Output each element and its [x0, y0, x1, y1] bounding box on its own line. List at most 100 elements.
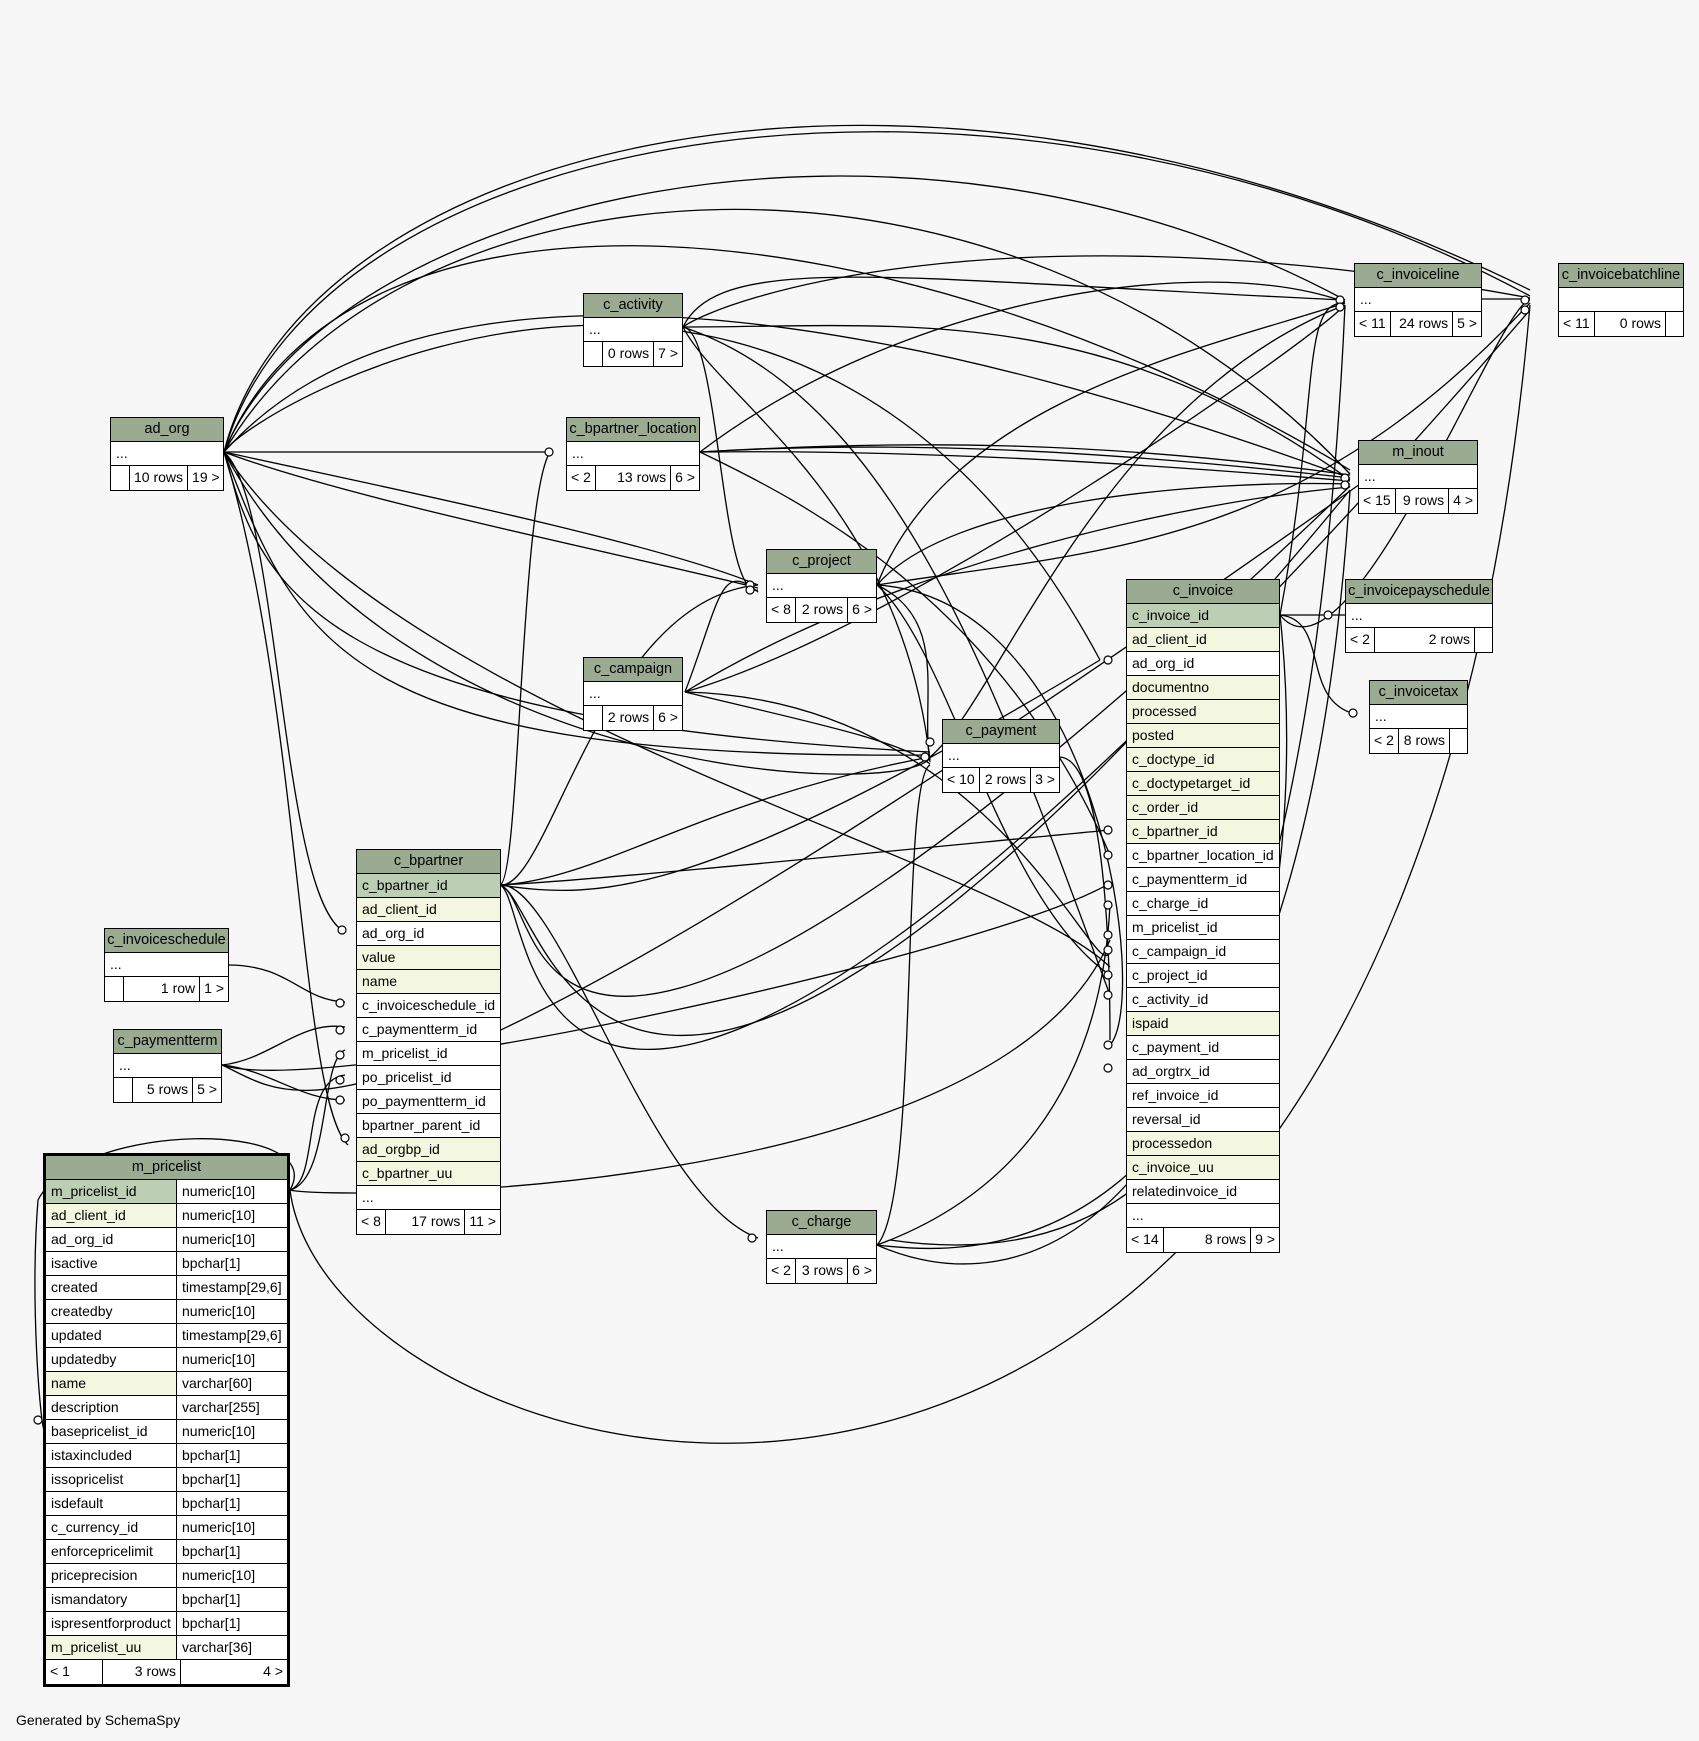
column-row[interactable]: reversal_id: [1127, 1108, 1279, 1132]
table-title[interactable]: c_invoicepayschedule: [1346, 580, 1492, 604]
column-row[interactable]: po_pricelist_id: [357, 1066, 500, 1090]
children-link[interactable]: 5 >: [1452, 312, 1481, 336]
column-row[interactable]: documentno: [1127, 676, 1279, 700]
children-link[interactable]: [1665, 312, 1683, 336]
column-row[interactable]: c_invoice_uu: [1127, 1156, 1279, 1180]
table-title[interactable]: m_pricelist: [46, 1156, 287, 1180]
parents-link[interactable]: < 2: [1350, 631, 1370, 647]
parents-link[interactable]: [584, 342, 602, 366]
column-row[interactable]: processed: [1127, 700, 1279, 724]
table-title[interactable]: c_invoiceline: [1355, 264, 1481, 288]
children-link[interactable]: 6 >: [847, 598, 876, 622]
column-row[interactable]: ispaid: [1127, 1012, 1279, 1036]
column-row[interactable]: c_paymentterm_id: [357, 1018, 500, 1042]
column-row[interactable]: ...: [567, 442, 699, 466]
column-row[interactable]: ...: [584, 682, 682, 706]
column-row[interactable]: c_bpartner_id: [357, 874, 500, 898]
parents-link[interactable]: < 1: [50, 1663, 70, 1679]
column-row[interactable]: relatedinvoice_id: [1127, 1180, 1279, 1204]
parents-link[interactable]: [584, 706, 602, 730]
children-link[interactable]: 6 >: [653, 706, 682, 730]
column-row[interactable]: m_pricelist_id: [1127, 916, 1279, 940]
children-link[interactable]: 3 >: [1030, 768, 1059, 792]
column-row[interactable]: ...: [1346, 604, 1492, 628]
column-row[interactable]: c_doctype_id: [1127, 748, 1279, 772]
column-row[interactable]: processedon: [1127, 1132, 1279, 1156]
column-row[interactable]: ad_org_id: [1127, 652, 1279, 676]
table-title[interactable]: ad_org: [111, 418, 223, 442]
column-row[interactable]: ad_org_id: [357, 922, 500, 946]
table-title[interactable]: m_inout: [1359, 441, 1477, 465]
column-row[interactable]: ad_orgtrx_id: [1127, 1060, 1279, 1084]
column-row[interactable]: ...: [1359, 465, 1477, 489]
table-title[interactable]: c_invoicebatchline: [1559, 264, 1683, 288]
column-row[interactable]: ...: [767, 574, 876, 598]
parents-link[interactable]: < 2: [1374, 732, 1394, 748]
table-title[interactable]: c_charge: [767, 1211, 876, 1235]
parents-link[interactable]: < 11: [1359, 315, 1386, 331]
column-row[interactable]: c_invoiceschedule_id: [357, 994, 500, 1018]
children-link[interactable]: [1474, 628, 1492, 652]
table-title[interactable]: c_bpartner_location: [567, 418, 699, 442]
table-title[interactable]: c_project: [767, 550, 876, 574]
parents-link[interactable]: < 14: [1131, 1231, 1159, 1247]
column-row[interactable]: m_pricelist_id: [357, 1042, 500, 1066]
children-link[interactable]: 4 >: [180, 1660, 287, 1684]
column-row[interactable]: c_paymentterm_id: [1127, 868, 1279, 892]
column-row[interactable]: ...: [943, 744, 1059, 768]
table-title[interactable]: c_campaign: [584, 658, 682, 682]
column-row[interactable]: c_campaign_id: [1127, 940, 1279, 964]
column-row[interactable]: ad_client_id: [357, 898, 500, 922]
children-link[interactable]: 19 >: [187, 466, 224, 490]
parents-link[interactable]: [114, 1078, 132, 1102]
column-row[interactable]: ...: [357, 1186, 500, 1210]
children-link[interactable]: 9 >: [1250, 1228, 1279, 1252]
column-row[interactable]: ...: [114, 1054, 221, 1078]
column-row[interactable]: c_bpartner_location_id: [1127, 844, 1279, 868]
column-row[interactable]: c_invoice_id: [1127, 604, 1279, 628]
parents-link[interactable]: < 2: [571, 469, 591, 485]
table-title[interactable]: c_invoiceschedule: [105, 929, 228, 953]
table-title[interactable]: c_invoice: [1127, 580, 1279, 604]
column-row[interactable]: c_order_id: [1127, 796, 1279, 820]
column-row[interactable]: c_payment_id: [1127, 1036, 1279, 1060]
children-link[interactable]: 11 >: [464, 1210, 500, 1234]
table-title[interactable]: c_activity: [584, 294, 682, 318]
column-row[interactable]: ...: [111, 442, 223, 466]
table-title[interactable]: c_payment: [943, 720, 1059, 744]
column-row[interactable]: ...: [767, 1235, 876, 1259]
parents-link[interactable]: < 8: [361, 1213, 381, 1229]
column-row[interactable]: c_doctypetarget_id: [1127, 772, 1279, 796]
column-row[interactable]: ...: [1370, 705, 1467, 729]
